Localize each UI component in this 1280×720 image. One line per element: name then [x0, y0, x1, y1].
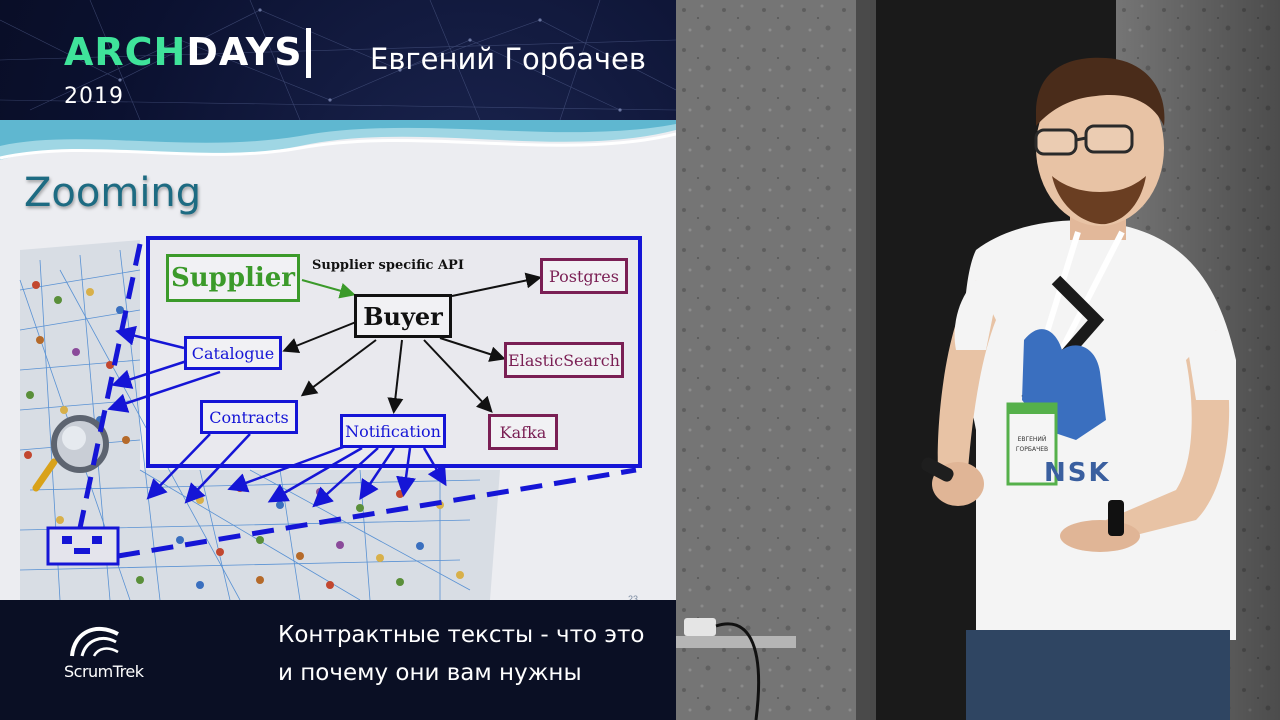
- speaker-name: Евгений Горбачев: [370, 42, 646, 76]
- brand-divider: [306, 28, 311, 78]
- node-elasticsearch: ElasticSearch: [504, 342, 624, 378]
- node-postgres: Postgres: [540, 258, 628, 294]
- api-label: Supplier specific API: [312, 258, 464, 273]
- speaker-video: ЕВГЕНИЙ ГОРБАЧЕВ NSK: [676, 0, 1280, 720]
- slide-wave-header: [0, 120, 676, 160]
- node-catalogue: Catalogue: [184, 336, 282, 370]
- node-notification: Notification: [340, 414, 446, 448]
- node-contracts: Contracts: [200, 400, 298, 434]
- badge-name-line-1: ЕВГЕНИЙ: [1017, 436, 1047, 443]
- archdays-logo: ARCHDAYS: [64, 30, 303, 74]
- slide-title: Zooming: [24, 170, 202, 216]
- node-kafka: Kafka: [488, 414, 558, 450]
- node-supplier: Supplier: [166, 254, 300, 302]
- scrumtrek-logo-mark: [70, 627, 119, 657]
- badge-name-line-2: ГОРБАЧЕВ: [1015, 446, 1049, 453]
- node-buyer: Buyer: [354, 294, 452, 338]
- scrumtrek-logo-text: ScrumTrek: [64, 662, 144, 681]
- lower-third: [0, 600, 676, 720]
- talk-title-line-2: и почему они вам нужны: [278, 660, 582, 686]
- slide-page-number: 23: [628, 594, 639, 604]
- event-year: 2019: [64, 84, 124, 109]
- shirt-print-text: NSK: [1044, 458, 1111, 488]
- brand-secondary: DAYS: [186, 30, 303, 74]
- brand-primary: ARCH: [64, 30, 187, 74]
- talk-title-line-1: Контрактные тексты - что это: [278, 622, 645, 648]
- speaker-scene: [676, 0, 1280, 720]
